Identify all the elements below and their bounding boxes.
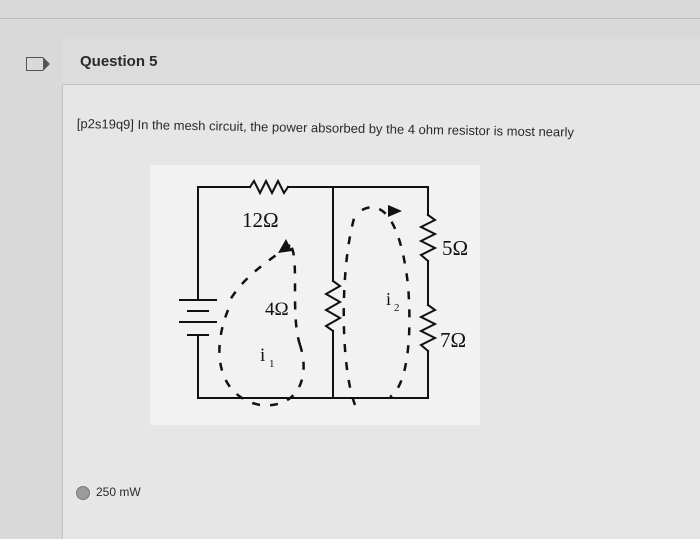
mesh-2-loop-right <box>361 205 411 399</box>
answer-radio[interactable] <box>76 486 90 500</box>
circuit-diagram: 12Ω 5Ω 4Ω 7Ω 5V i 1 i 2 <box>124 165 480 425</box>
resistor-12 <box>248 178 290 196</box>
mesh-1-loop-right <box>288 244 302 346</box>
label-i1: i <box>260 345 265 366</box>
question-header <box>62 38 700 85</box>
label-i2: i <box>386 289 391 309</box>
answer-option-label[interactable]: 250 mW <box>96 485 141 499</box>
mesh-2-arrowhead <box>388 205 402 217</box>
resistor-7 <box>418 303 438 353</box>
mesh-1-arrowhead <box>278 239 292 253</box>
question-title: Question 5 <box>80 53 158 70</box>
label-5-ohm: 5Ω <box>442 236 468 260</box>
label-i2-sub: 2 <box>394 302 400 314</box>
mesh-1-loop-lower <box>218 309 305 407</box>
label-4-ohm: 4Ω <box>265 299 289 320</box>
label-7-ohm: 7Ω <box>440 328 466 352</box>
mesh-1-loop-upper <box>228 243 291 301</box>
label-i1-sub: 1 <box>269 358 275 370</box>
label-12-ohm: 12Ω <box>242 208 279 232</box>
top-divider <box>0 18 700 19</box>
resistor-4 <box>323 279 343 333</box>
mesh-2-loop-left <box>342 214 357 406</box>
flag-icon[interactable] <box>26 57 50 71</box>
resistor-5 <box>418 213 438 263</box>
